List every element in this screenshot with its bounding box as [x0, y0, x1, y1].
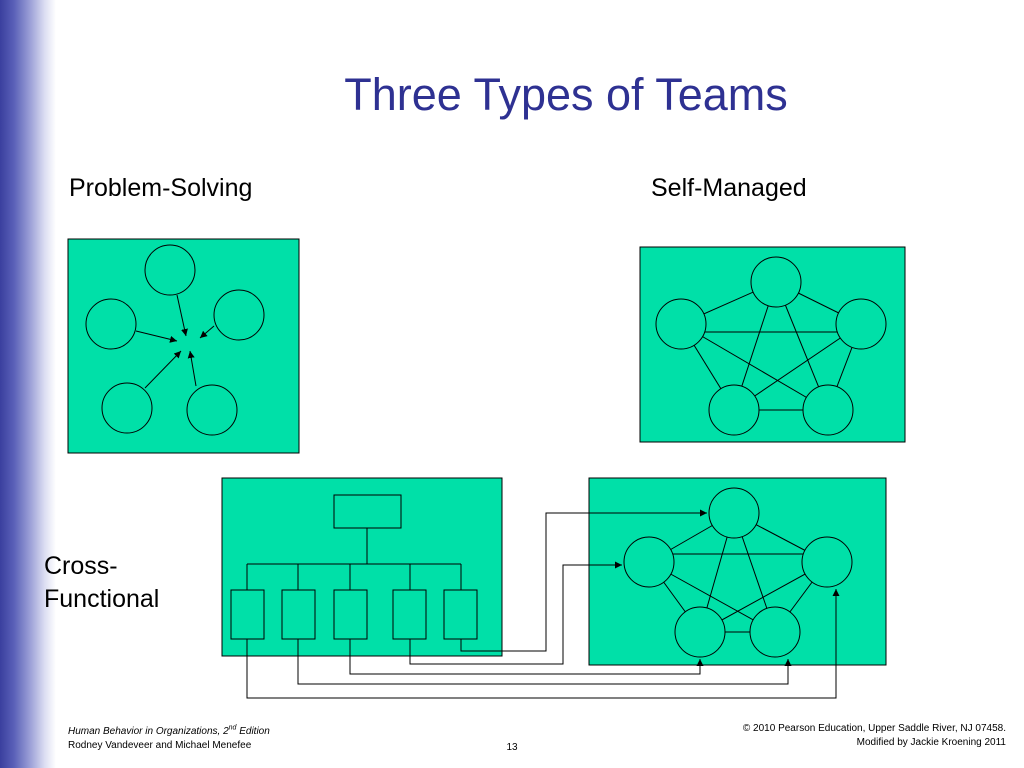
ps-member-top: [144, 244, 196, 296]
cf-connector-4: [409, 561, 622, 665]
cf-team-member-bottom-right: [749, 606, 801, 658]
cf-connector-1: [246, 589, 840, 699]
cf-department-box: [392, 589, 427, 640]
cf-connector-2: [297, 639, 792, 685]
cf-department-box: [333, 589, 368, 640]
problem-solving-label: Problem-Solving: [69, 174, 253, 202]
cross-functional-label-line1: Cross-: [44, 552, 118, 580]
ps-arrow-bottom-left: [144, 350, 182, 389]
ps-arrow-top: [176, 294, 188, 337]
cross-functional-hierarchy: [221, 477, 503, 657]
cf-department-box: [443, 589, 478, 640]
ps-member-bottom-left: [101, 382, 153, 434]
cf-team-member-top: [708, 487, 760, 539]
cf-team-member-left: [623, 536, 675, 588]
ps-arrow-right: [199, 325, 215, 339]
cross-functional-team: [588, 477, 887, 666]
sm-member-bottom-left: [708, 384, 760, 436]
cf-team-member-bottom-left: [674, 606, 726, 658]
problem-solving-diagram: [67, 238, 300, 454]
cross-functional-label: Cross- Functional: [44, 550, 159, 616]
footer-copyright-line: © 2010 Pearson Education, Upper Saddle R…: [742, 723, 1006, 734]
footer-copyright: © 2010 Pearson Education, Upper Saddle R…: [743, 722, 1006, 750]
sm-link: [680, 323, 829, 411]
sm-member-left: [655, 298, 707, 350]
sm-member-top: [750, 256, 802, 308]
footer-book-title: Human Behavior in Organizations, 2nd Edi…: [68, 725, 270, 738]
sidebar-gradient: [0, 0, 56, 768]
cf-department-box: [230, 589, 265, 640]
sm-member-right: [835, 298, 887, 350]
cross-functional-label-line2: Functional: [44, 585, 160, 613]
sm-member-bottom-right: [802, 384, 854, 436]
ps-member-left: [85, 298, 137, 350]
page-number: 13: [506, 742, 518, 753]
sm-link: [733, 323, 862, 411]
ps-member-right: [213, 289, 265, 341]
cf-department-box: [281, 589, 316, 640]
ps-member-bottom-right: [186, 384, 238, 436]
ps-arrow-bottom-right: [187, 350, 197, 387]
cf-connector-3: [349, 639, 704, 675]
ps-arrow-left: [135, 330, 178, 343]
footer-authors: Rodney Vandeveer and Michael Menefee: [68, 740, 252, 752]
cf-connector-5: [460, 509, 707, 652]
self-managed-label: Self-Managed: [651, 174, 807, 202]
cf-connectors: [246, 509, 840, 699]
footer-book-info: Human Behavior in Organizations, 2nd Edi…: [68, 722, 270, 753]
slide-title: Three Types of Teams: [344, 69, 788, 120]
self-managed-diagram: [639, 246, 906, 443]
cf-manager-box: [333, 494, 402, 529]
footer-modified-by: Modified by Jackie Kroening 2011: [856, 737, 1006, 748]
cf-team-member-right: [801, 536, 853, 588]
